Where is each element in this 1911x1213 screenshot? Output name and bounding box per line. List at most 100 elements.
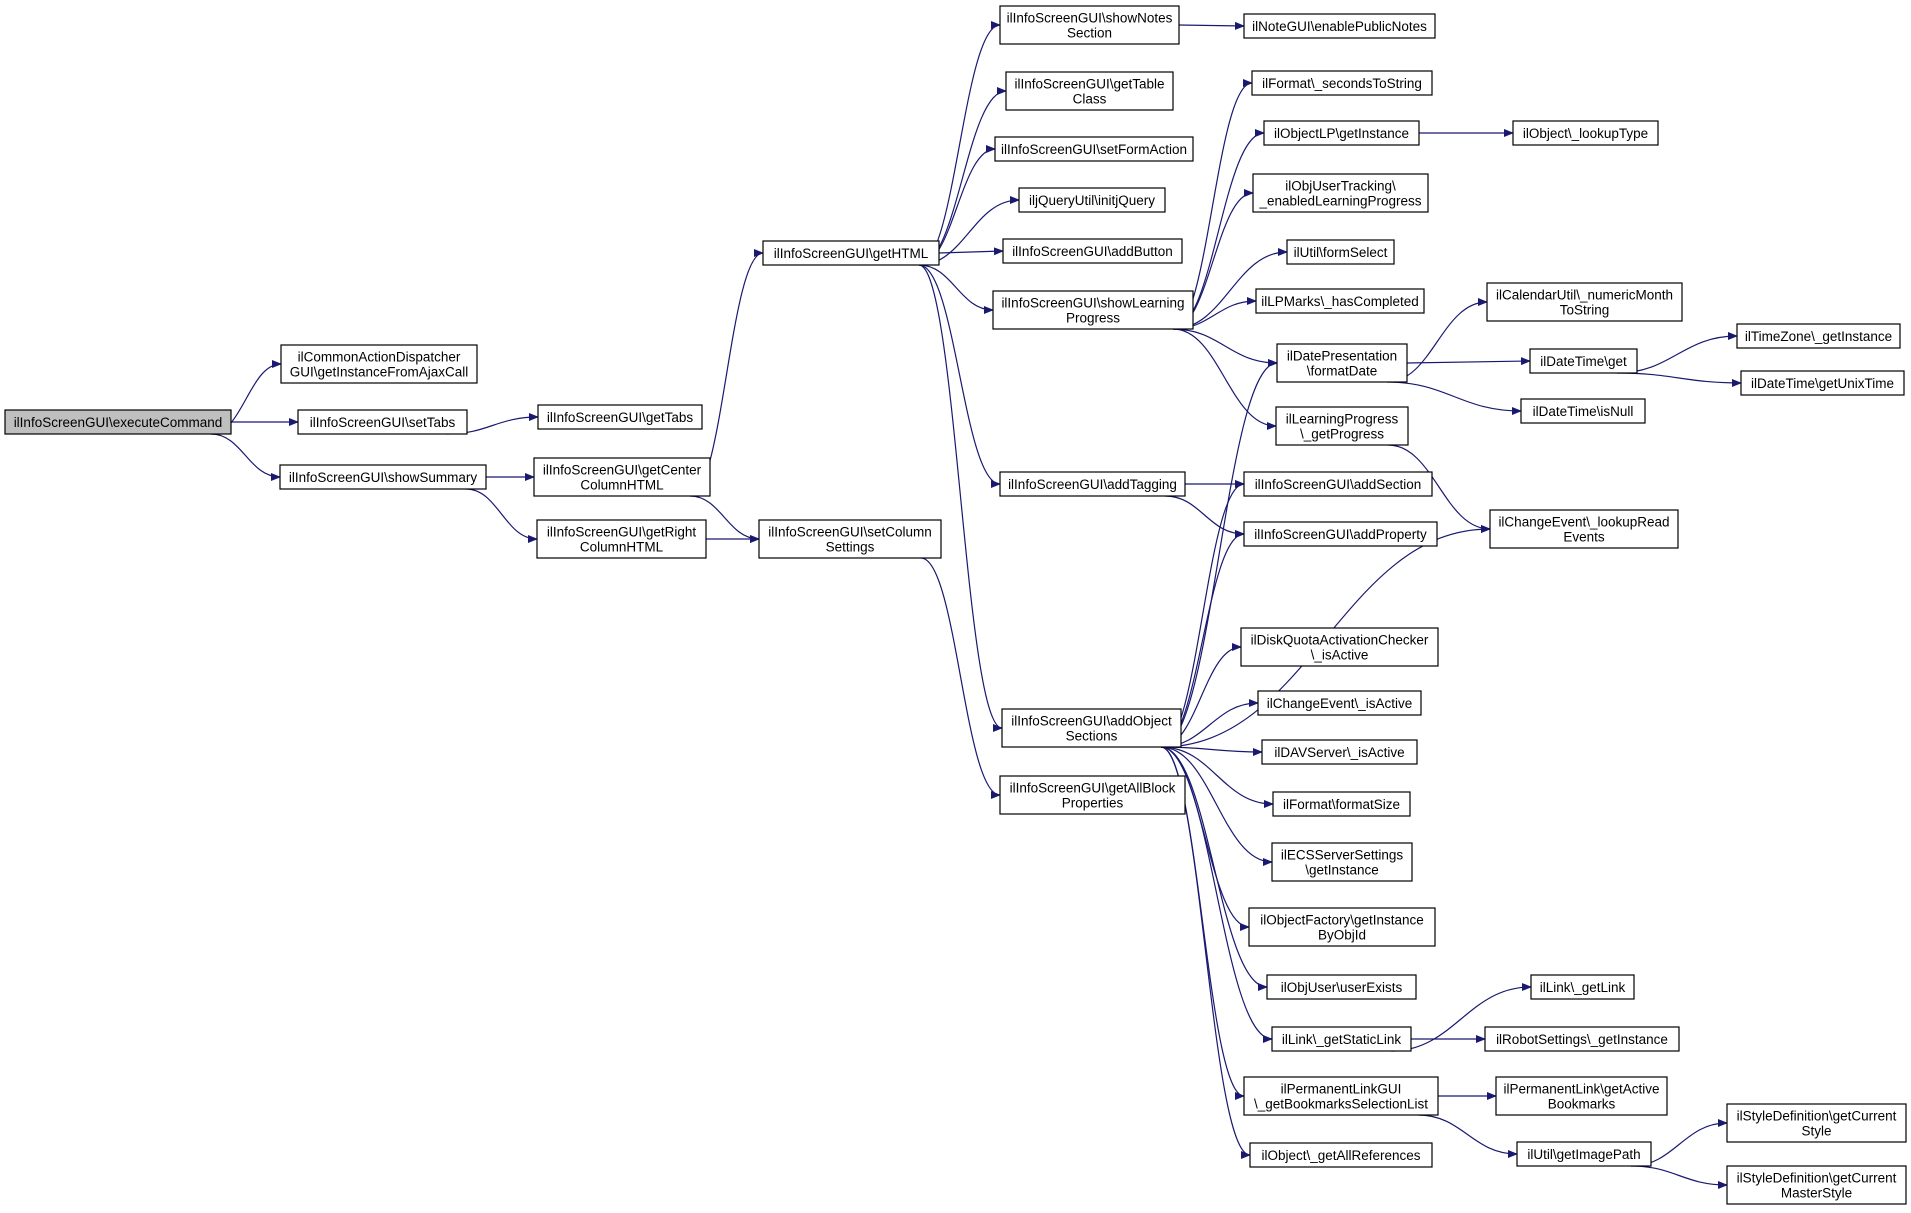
node-label: ilInfoScreenGUI\showNotes [1007,11,1173,26]
function-node[interactable]: ilInfoScreenGUI\setFormAction [994,136,1194,162]
edge-n26-n27 [1406,357,1531,366]
function-node[interactable]: ilECSServerSettings\getInstance [1271,842,1413,882]
node-label: MasterStyle [1781,1186,1852,1201]
function-node[interactable]: ilObject\_getAllReferences [1249,1142,1433,1168]
function-node[interactable]: ilNoteGUI\enablePublicNotes [1243,13,1436,39]
function-node[interactable]: ilInfoScreenGUI\showSummary [279,464,487,490]
edge-line [1160,746,1274,808]
node-label: ilInfoScreenGUI\setColumn [768,525,932,540]
node-label: Section [1067,26,1112,41]
function-node[interactable]: ilPermanentLinkGUI\_getBookmarksSelectio… [1243,1076,1439,1116]
function-node[interactable]: ilUtil\formSelect [1286,239,1395,265]
function-node[interactable]: ilRobotSettings\_getInstance [1484,1026,1680,1052]
edge-n4-n6 [465,488,538,543]
function-node[interactable]: ilObjectLP\getInstance [1263,120,1420,146]
node-box [279,464,487,490]
node-box [1286,239,1395,265]
function-node[interactable]: ilDiskQuotaActivationChecker\_isActive [1240,627,1439,667]
node-label: ilFormat\formatSize [1283,797,1400,812]
function-node[interactable]: ilDatePresentation\formatDate [1276,343,1408,383]
function-node[interactable]: ilDAVServer\_isActive [1261,739,1418,765]
node-label: ilUtil\formSelect [1294,245,1388,260]
edge-line [920,557,1001,799]
function-node[interactable]: ilLink\_getStaticLink [1271,1026,1412,1052]
node-box [1243,471,1433,497]
function-node[interactable]: ilDateTime\getUnixTime [1740,370,1905,396]
edge-n8-n14 [918,264,994,314]
node-label: Properties [1062,796,1124,811]
function-node[interactable]: ilChangeEvent\_isActive [1257,690,1422,716]
node-box [1516,1141,1652,1167]
node-box [297,409,468,435]
edge-n0-n4 [210,433,281,481]
function-node[interactable]: ilInfoScreenGUI\addSection [1243,471,1433,497]
node-box [1512,120,1659,146]
edge-n5-n7 [689,495,760,543]
function-node[interactable]: ilDateTime\get [1529,348,1638,374]
function-node[interactable]: ilUtil\getImagePath [1516,1141,1652,1167]
node-label: ilUtil\getImagePath [1527,1147,1640,1162]
node-label: ilNoteGUI\enablePublicNotes [1252,19,1427,34]
node-box [1726,1165,1907,1205]
node-box [1495,1076,1668,1116]
function-node[interactable]: ilLearningProgress\_getProgress [1275,406,1409,446]
node-label: ColumnHTML [580,478,664,493]
node-box [533,457,711,497]
function-node[interactable]: ilDateTime\isNull [1520,398,1646,424]
function-node[interactable]: ilFormat\formatSize [1272,791,1411,817]
function-node[interactable]: ilInfoScreenGUI\addButton [1002,238,1183,264]
node-box [1261,739,1418,765]
node-box [1005,71,1174,111]
node-box [1486,282,1683,322]
function-node[interactable]: ilInfoScreenGUI\addTagging [999,471,1186,497]
node-label: ilInfoScreenGUI\getHTML [774,246,929,261]
node-label: ilInfoScreenGUI\showLearning [1001,296,1184,311]
function-node[interactable]: ilInfoScreenGUI\setTabs [297,409,468,435]
edge-n8-n13 [938,247,1004,256]
function-node[interactable]: ilTimeZone\_getInstance [1736,323,1901,349]
root-function-node[interactable]: ilInfoScreenGUI\executeCommand [4,409,232,435]
function-node[interactable]: ilFormat\_secondsToString [1251,70,1433,96]
node-box [1240,627,1439,667]
node-label: ilInfoScreenGUI\setTabs [310,415,456,430]
function-node[interactable]: iljQueryUtil\initjQuery [1018,187,1166,213]
node-box [992,290,1194,330]
node-label: ilInfoScreenGUI\getCenter [543,463,702,478]
node-label: _enabledLearningProgress [1258,194,1421,209]
function-node[interactable]: ilLink\_getLink [1530,974,1635,1000]
function-node[interactable]: ilObjUserTracking\_enabledLearningProgre… [1252,173,1429,213]
node-box [1275,406,1409,446]
edge-line [918,264,994,314]
node-label: ilInfoScreenGUI\getTable [1014,77,1164,92]
function-node[interactable]: ilObject\_lookupType [1512,120,1659,146]
function-node[interactable]: ilLPMarks\_hasCompleted [1255,288,1425,314]
node-label: ilECSServerSettings [1281,848,1404,863]
node-box [994,136,1194,162]
function-node[interactable]: ilInfoScreenGUI\getTabs [537,404,703,430]
edge-line [1160,746,1273,1043]
function-node[interactable]: ilObjUser\userExists [1266,974,1417,1000]
node-box [1263,120,1420,146]
node-label: ilInfoScreenGUI\addProperty [1254,527,1427,542]
edge-n47-n49 [1630,1165,1728,1189]
node-label: GUI\getInstanceFromAjaxCall [290,365,469,380]
function-node[interactable]: ilInfoScreenGUI\getHTML [762,240,940,266]
node-box [1248,907,1436,947]
function-node[interactable]: ilCommonActionDispatcherGUI\getInstanceF… [280,344,478,384]
node-label: Bookmarks [1548,1097,1616,1112]
function-node[interactable]: ilInfoScreenGUI\addProperty [1243,521,1438,547]
